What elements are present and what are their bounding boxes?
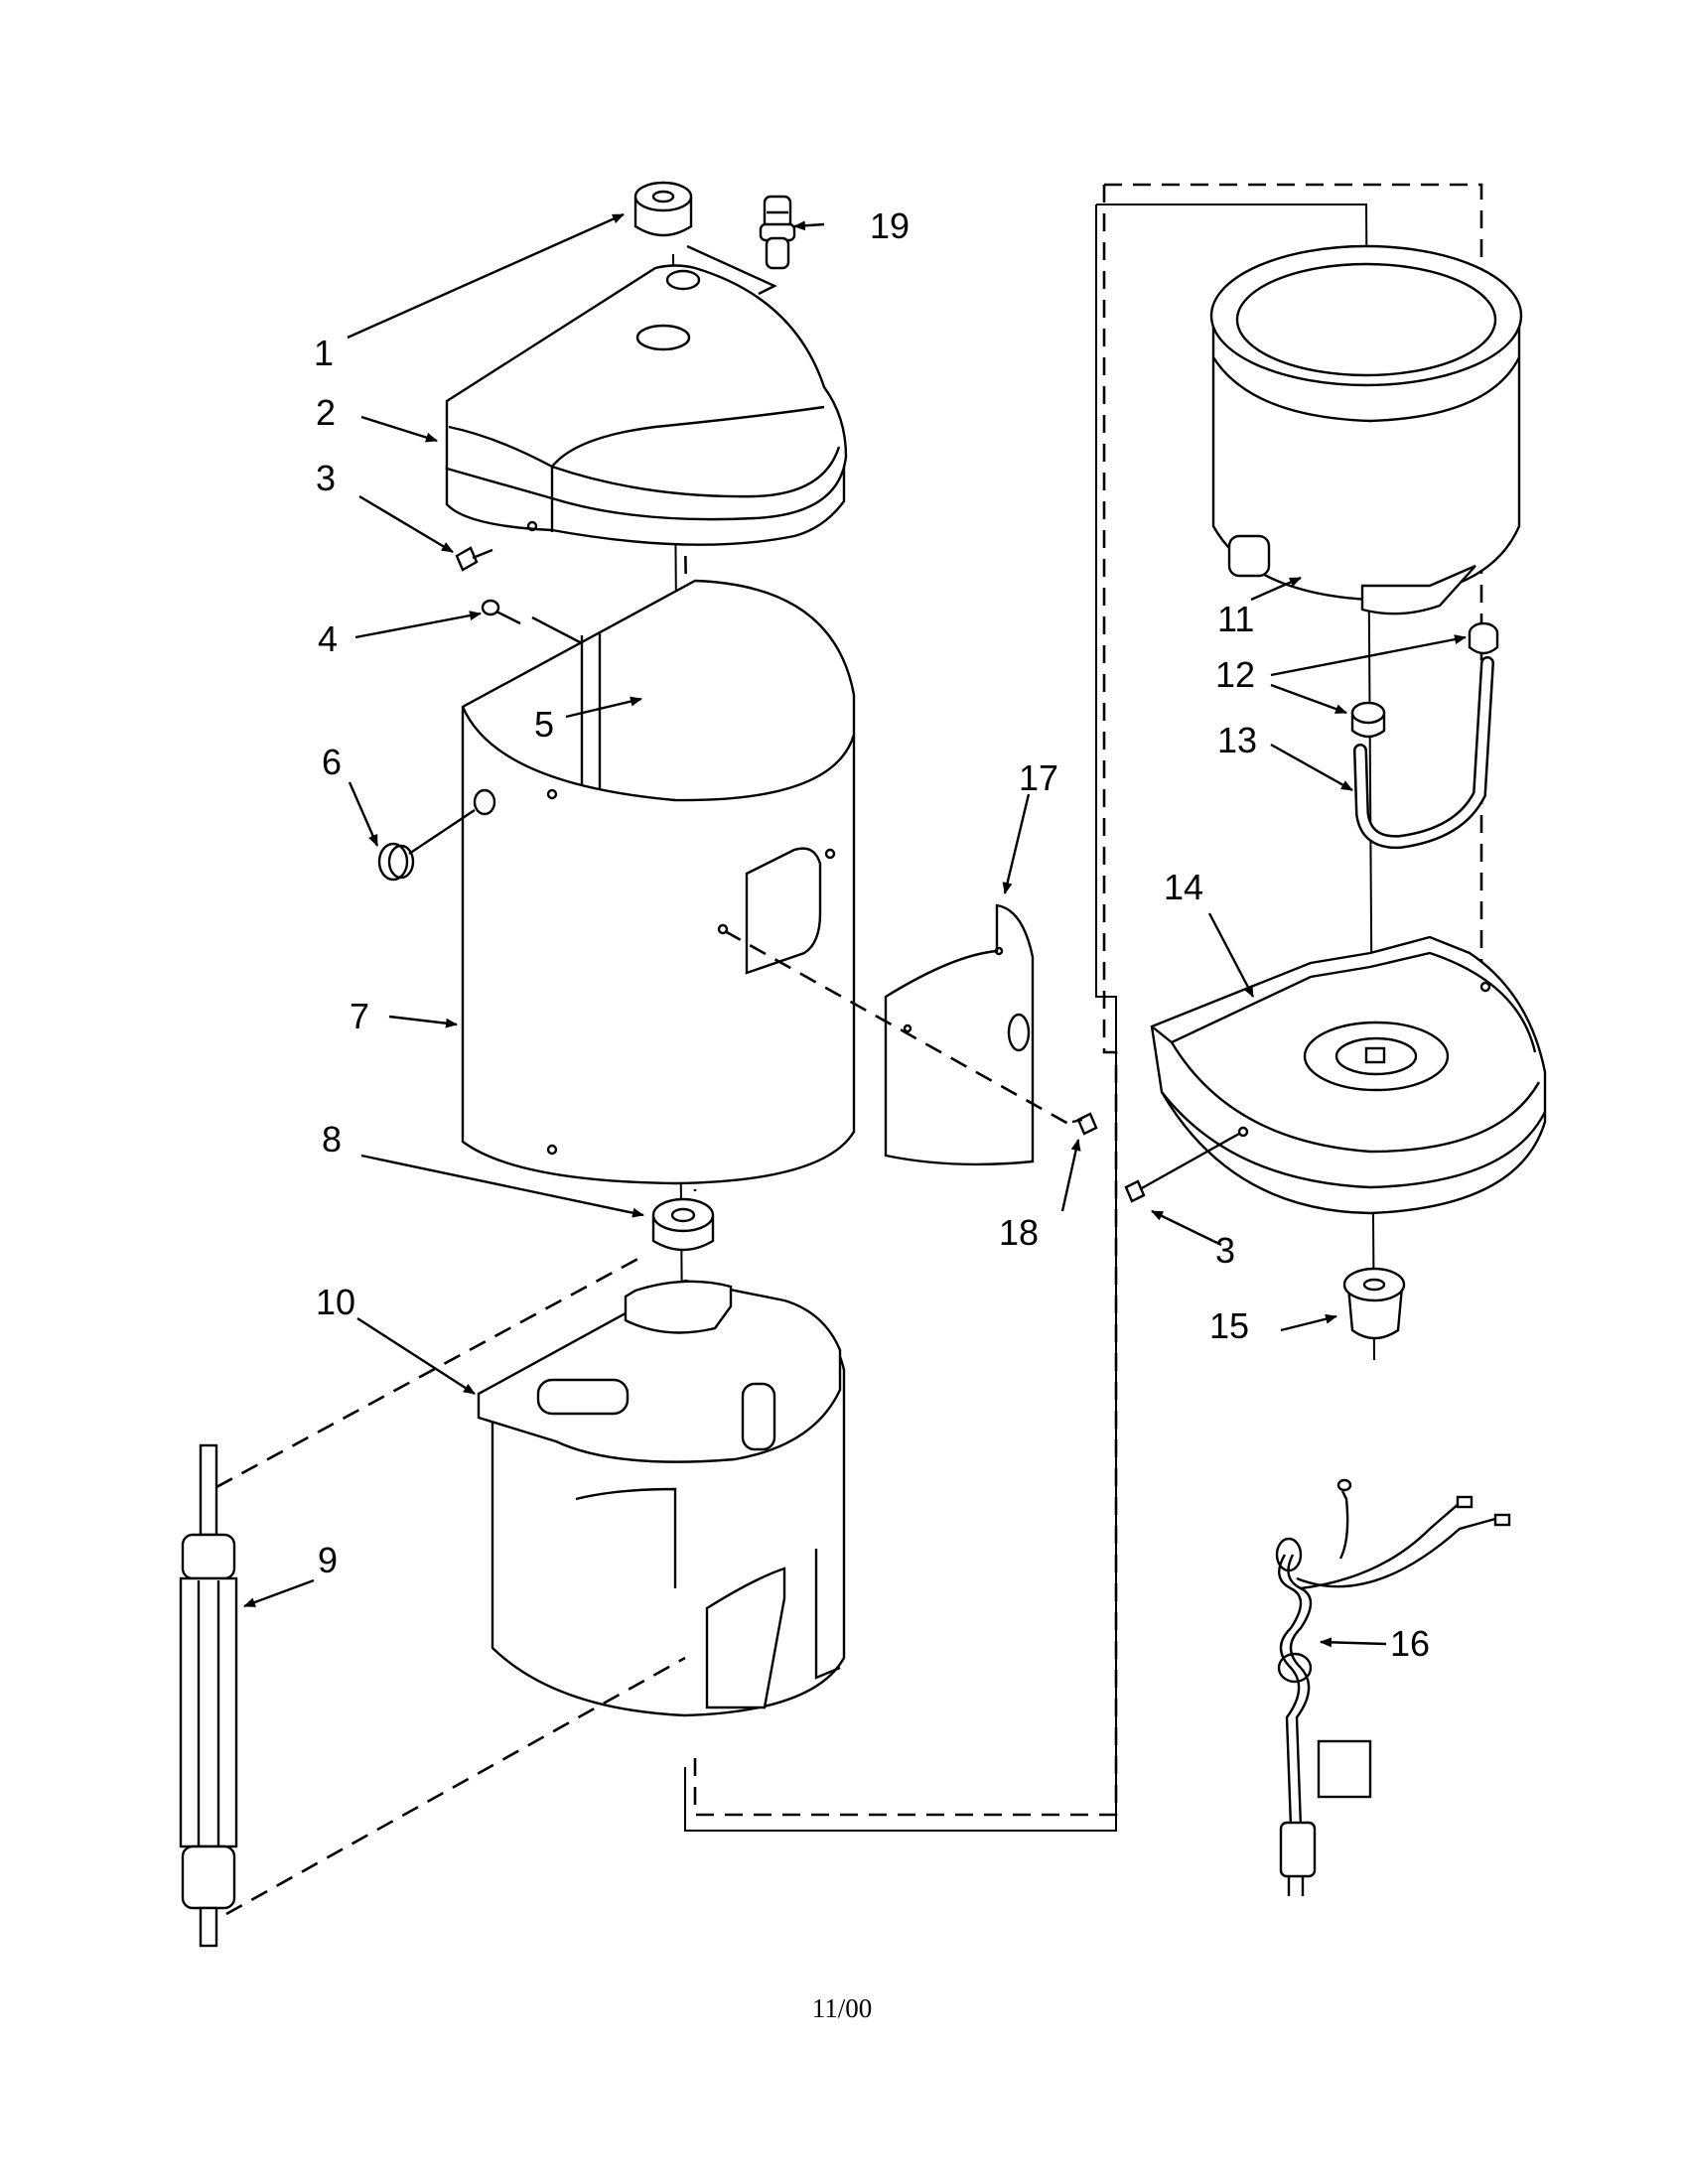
part-8-grommet (651, 1197, 715, 1252)
part-6-plug (377, 809, 476, 882)
callout-11: 11 (1217, 599, 1254, 639)
callout-3-right: 3 (1215, 1230, 1235, 1271)
callout-12: 12 (1215, 654, 1255, 695)
filter-guide-dash-top (215, 1253, 646, 1489)
part-7-housing (461, 579, 856, 1185)
callout-2: 2 (316, 392, 336, 433)
part-17-shield (884, 903, 1035, 1166)
callout-19: 19 (870, 205, 910, 246)
callout-15: 15 (1209, 1305, 1249, 1346)
part-15-grommet (1342, 1267, 1406, 1340)
footer-date: 11/00 (811, 1993, 873, 2023)
part-14-drip-tray (1150, 935, 1547, 1215)
filter-guide-dash-bottom (225, 1656, 686, 1916)
callout-14: 14 (1164, 867, 1203, 907)
callout-18: 18 (999, 1212, 1039, 1253)
fitting-guide-line (686, 244, 777, 296)
part-11-tank (1209, 244, 1523, 615)
callout-1: 1 (314, 333, 334, 373)
callout-labels: 1 2 3 4 5 6 7 8 9 10 11 12 13 14 15 16 1… (314, 205, 1430, 1664)
part-2-cover-lid (445, 264, 848, 546)
shield-mount-dash (724, 929, 1069, 1126)
part-4-screw (481, 599, 521, 625)
part-16-power-cord (1275, 1478, 1511, 1896)
part-19-fitting (759, 195, 796, 270)
callout-leaders (243, 212, 1467, 1648)
part-9-filter-cartridge (179, 1443, 238, 1948)
callout-13: 13 (1217, 720, 1257, 760)
part-3-screw-right (1124, 1132, 1240, 1203)
callout-17: 17 (1019, 757, 1058, 798)
callout-3: 3 (316, 458, 336, 498)
part-12-cap-right (1468, 621, 1499, 655)
part-1-grommet (633, 181, 693, 237)
callout-9: 9 (318, 1540, 338, 1580)
callout-4: 4 (318, 618, 338, 659)
callout-6: 6 (322, 742, 342, 782)
callout-5: 5 (534, 704, 554, 745)
callout-10: 10 (316, 1282, 355, 1322)
callout-16: 16 (1390, 1623, 1430, 1664)
part-13-tube-core (1355, 658, 1492, 847)
callout-8: 8 (322, 1119, 342, 1160)
callout-7: 7 (350, 996, 369, 1036)
part-18-screw (1071, 1112, 1098, 1136)
part-12-cap-left (1350, 701, 1386, 739)
part-3-screw (455, 546, 493, 572)
part-10-reservoir (477, 1279, 846, 1717)
